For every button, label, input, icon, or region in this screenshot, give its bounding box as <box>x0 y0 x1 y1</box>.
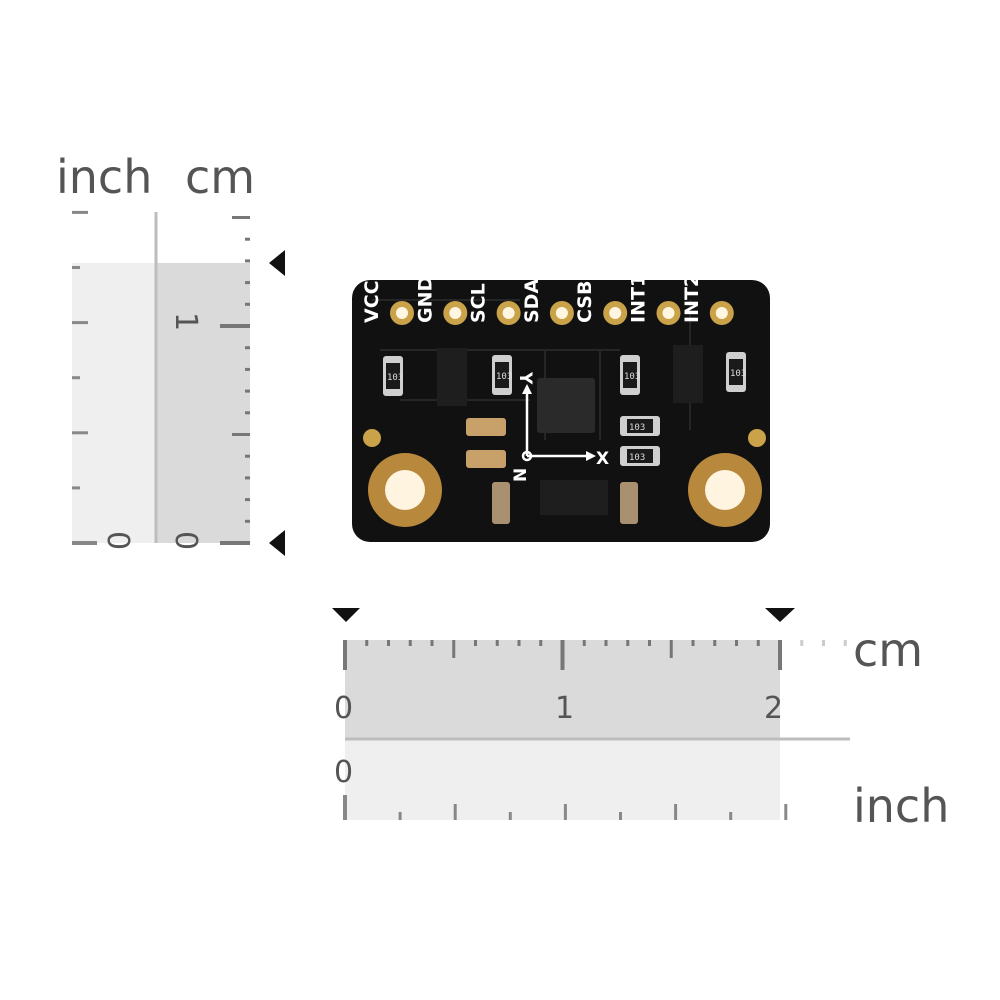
transistor-right <box>673 345 703 403</box>
pin-label-int1: INT1 <box>628 274 650 323</box>
svg-text:103: 103 <box>387 373 403 383</box>
fiducial-right <box>748 429 766 447</box>
inch-band <box>345 740 780 820</box>
x-axis-label: X <box>596 449 609 469</box>
regulator <box>540 480 608 515</box>
svg-text:103: 103 <box>629 423 645 433</box>
vertical-ruler-cm-label: cm <box>185 150 255 204</box>
cm-label-2: 2 <box>764 691 783 726</box>
pin-label-sda: SDA <box>521 279 543 323</box>
horizontal-ruler-cm-label: cm <box>853 623 923 677</box>
sensor-chip <box>537 378 595 433</box>
pin-label-vcc: VCC <box>361 280 383 323</box>
pin-hole <box>396 307 408 319</box>
pin-label-gnd: GND <box>414 276 436 323</box>
transistor-left <box>437 348 467 406</box>
pin-hole <box>662 307 675 319</box>
capacitor <box>466 450 506 468</box>
capacitor <box>620 482 638 524</box>
cm-band <box>155 263 250 543</box>
capacitor <box>466 418 506 436</box>
pin-hole <box>502 307 515 319</box>
pin-hole <box>555 307 568 319</box>
vertical-cm-zero: 0 <box>168 531 203 550</box>
mounting-hole-right <box>688 453 762 527</box>
vertical-cm-one: 1 <box>168 312 203 331</box>
left-marker-arrow-icon <box>332 608 360 622</box>
pin-label-int2: INT2 <box>681 274 703 323</box>
bottom-marker-arrow-icon <box>269 530 285 556</box>
x-axis-arrow-icon <box>586 451 596 461</box>
axis-indicator <box>521 392 588 462</box>
resistor: 103 <box>620 355 640 395</box>
top-marker-arrow-icon <box>269 250 285 276</box>
right-marker-arrow-icon <box>765 608 795 622</box>
y-axis-arrow-icon <box>522 384 532 394</box>
cm-label-0: 0 <box>334 691 353 726</box>
vertical-inch-zero: 0 <box>100 531 135 550</box>
inch-band <box>72 263 155 543</box>
svg-text:103: 103 <box>730 369 746 379</box>
pin-hole <box>715 307 728 319</box>
resistor: 103 <box>383 356 403 396</box>
svg-text:103: 103 <box>496 372 512 382</box>
capacitor <box>492 482 510 524</box>
resistor: 103 <box>620 446 660 466</box>
horizontal-ruler: 0 1 2 0 cm inch <box>332 608 949 833</box>
header-pins: VCC GND SCL SDA CSB INT1 INT2 <box>361 274 734 325</box>
y-axis-label: Y <box>515 371 535 385</box>
vertical-ruler: inch cm 0 0 1 <box>56 150 285 556</box>
horizontal-ticks <box>343 640 847 820</box>
cm-label-1: 1 <box>555 691 574 726</box>
vertical-ruler-inch-label: inch <box>56 150 152 204</box>
n-label: N <box>511 468 531 482</box>
fiducial-left <box>363 429 381 447</box>
pin-hole <box>449 307 462 319</box>
pin-label-csb: CSB <box>574 281 596 323</box>
resistor: 103 <box>726 352 746 392</box>
svg-text:103: 103 <box>629 453 645 463</box>
vertical-ticks <box>72 210 250 545</box>
mounting-hole-left <box>368 453 442 527</box>
pin-label-scl: SCL <box>468 283 490 323</box>
svg-text:103: 103 <box>624 372 640 382</box>
inch-label-0: 0 <box>334 755 353 790</box>
pin-hole <box>609 307 622 319</box>
resistor: 103 <box>492 355 512 395</box>
resistor: 103 <box>620 416 660 436</box>
horizontal-ruler-inch-label: inch <box>853 779 949 833</box>
